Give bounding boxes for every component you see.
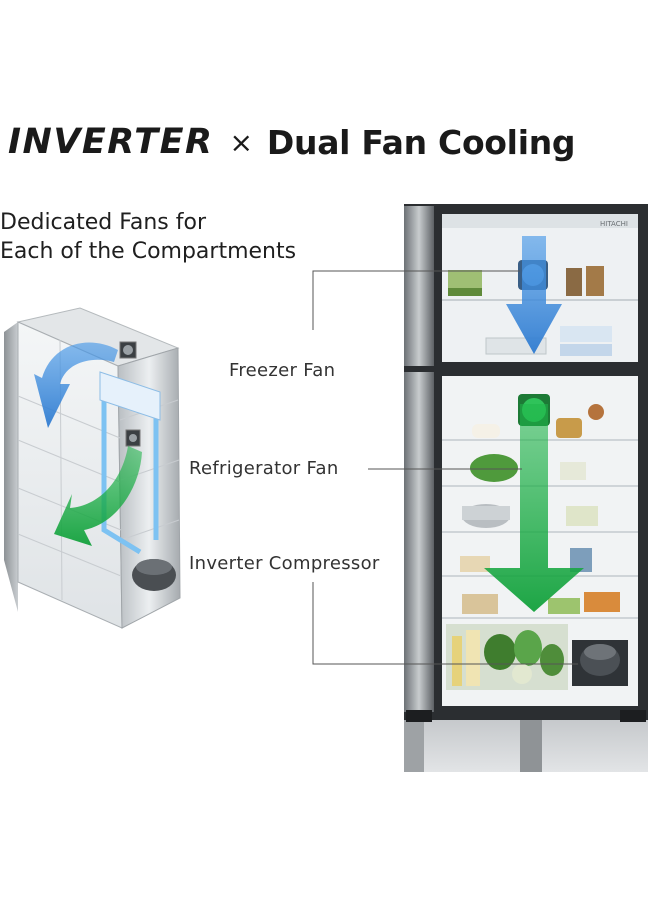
cutaway-side-panel — [4, 322, 18, 612]
times-separator: × — [229, 125, 253, 159]
callout-lines — [312, 270, 578, 665]
freezer-item-jar — [566, 268, 582, 296]
cutaway-air-duct — [101, 388, 159, 555]
freezer-door-edge — [404, 206, 434, 366]
headline-tagline: Dual Fan Cooling — [266, 122, 576, 162]
subtitle-line-2: Each of the Compartments — [0, 239, 297, 264]
inverter-brand: INVERTER — [8, 122, 214, 162]
freezer-fan-label: Freezer Fan — [229, 360, 336, 381]
fridge-door-edge — [404, 372, 434, 712]
inverter-compressor-label: Inverter Compressor — [189, 553, 380, 574]
fridge-airflow-arrow — [54, 446, 142, 546]
subtitle: Dedicated Fans for Each of the Compartme… — [0, 208, 296, 266]
subtitle-line-1: Dedicated Fans for — [0, 210, 207, 235]
compressor-callout-line — [312, 582, 578, 665]
food-salad — [470, 454, 518, 482]
refrigerator-flow-arrow — [484, 404, 584, 612]
food-bowl — [472, 424, 500, 438]
headline: INVERTER × Dual Fan Cooling — [8, 118, 658, 166]
food-jar — [556, 418, 582, 438]
fridge-illustration: HITACHI — [404, 204, 648, 772]
cutaway-evaporator — [99, 371, 161, 421]
freezer-item-box — [560, 326, 612, 342]
freezer-flow-arrow — [506, 236, 562, 354]
refrigerator-fan-label: Refrigerator Fan — [189, 458, 339, 479]
fridge-logo: HITACHI — [600, 220, 628, 228]
cutaway-diagram — [4, 307, 181, 629]
freezer-airflow-arrow — [34, 342, 118, 428]
freezer-fan-callout-line — [312, 270, 520, 330]
food-cheese — [584, 592, 620, 612]
